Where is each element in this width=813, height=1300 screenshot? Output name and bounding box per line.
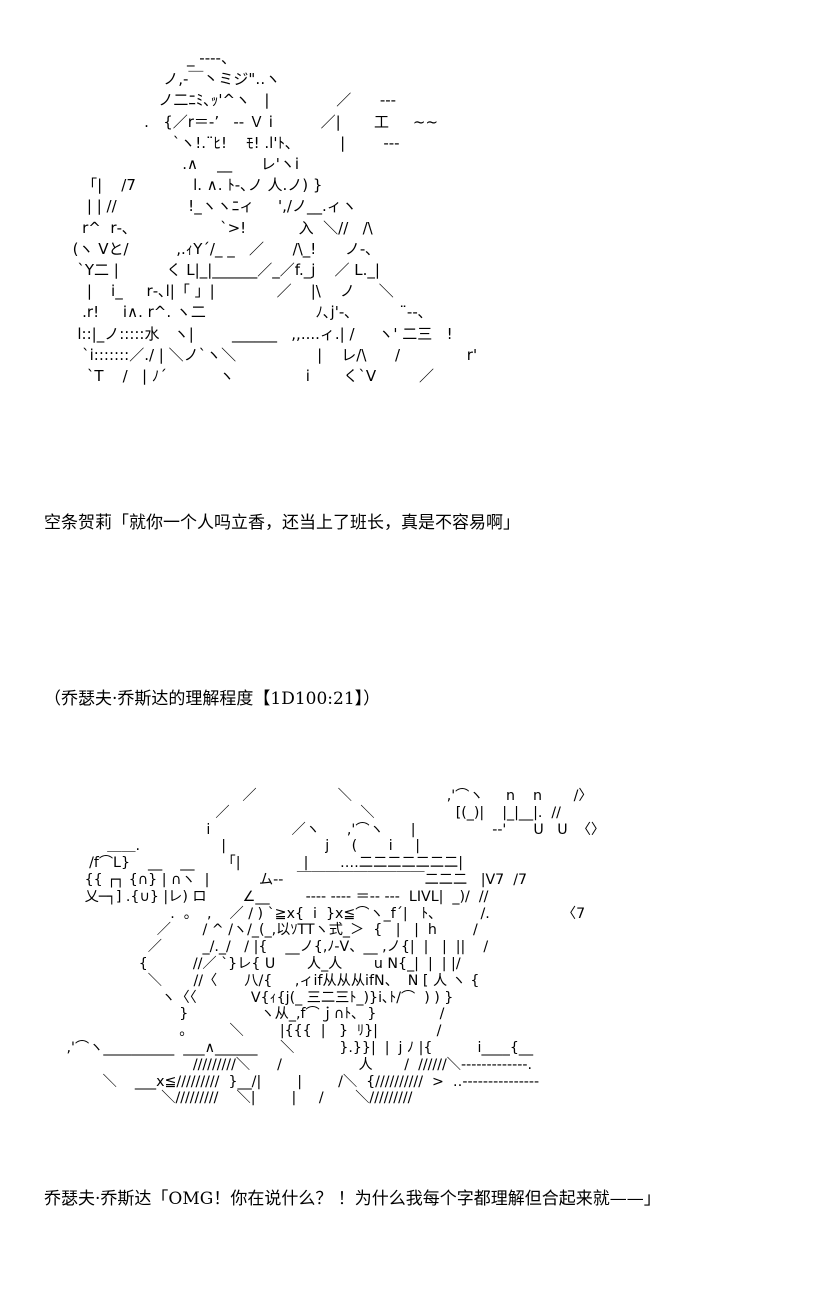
ascii-art-bottom: ／ ＼ ,'⌒ヽ n n /〉 ／ ＼ [(_)| |_|__|. // xyxy=(66,788,606,1107)
ascii-art-top: _ -‐-‐、 ノ,‐￣丶ミジ"‥ヽ ノ二ﾆﾐ､ｯ'^ヽ | ／ ‐‐‐ . {… xyxy=(72,49,478,386)
dialogue-line-jolyne: 空条贺莉「就你一个人吗立香，还当上了班长，真是不容易啊」 xyxy=(44,513,520,533)
dice-roll-line: （乔瑟夫·乔斯达的理解程度【1D100:21】） xyxy=(44,689,381,709)
dialogue-line-joseph: 乔瑟夫·乔斯达「OMG！你在说什么？ ！为什么我每个字都理解但合起来就——」 xyxy=(44,1189,661,1209)
